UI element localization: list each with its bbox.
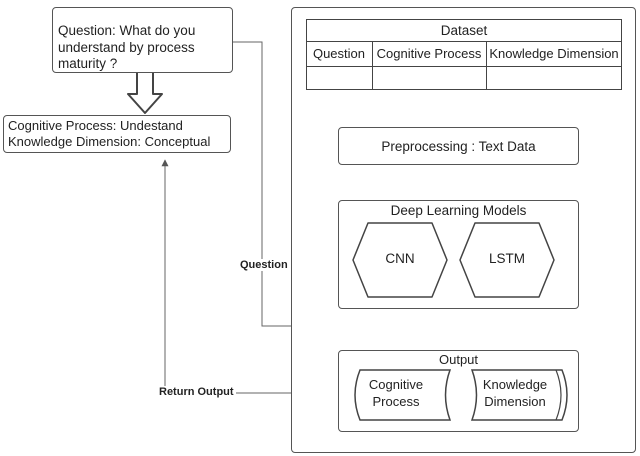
result-cognitive-process: Cognitive Process: Undestand xyxy=(8,118,183,133)
knowledge-dimension-shape-edge xyxy=(555,369,562,421)
output-title: Output xyxy=(438,352,479,367)
models-title: Deep Learning Models xyxy=(390,203,527,218)
lstm-hexagon xyxy=(459,222,555,298)
preprocessing-box: Preprocessing : Text Data xyxy=(338,127,579,165)
dataset-column-question: Question xyxy=(312,46,366,61)
return-output-edge-label: Return Output xyxy=(157,386,236,398)
dataset-title: Dataset xyxy=(440,22,488,38)
dataset-table xyxy=(306,19,622,90)
output-cognitive-line-2: Process xyxy=(372,394,420,409)
question-text-line-3: maturity ? xyxy=(58,56,118,71)
dataset-col-separator-2 xyxy=(486,41,487,90)
question-text-line-1: Question: What do you xyxy=(58,23,196,38)
dataset-column-knowledge-dimension: Knowledge Dimension xyxy=(489,46,619,61)
result-knowledge-dimension: Knowledge Dimension: Conceptual xyxy=(8,134,211,149)
knowledge-dimension-shape xyxy=(470,369,568,421)
cognitive-process-shape xyxy=(354,369,452,421)
dataset-column-cognitive-process: Cognitive Process xyxy=(376,46,482,61)
preprocessing-label: Preprocessing : Text Data xyxy=(381,138,536,154)
output-knowledge-line-1: Knowledge xyxy=(482,377,548,392)
result-box xyxy=(3,115,231,153)
cnn-hexagon xyxy=(352,222,448,298)
dataset-row-separator xyxy=(306,66,622,67)
question-box xyxy=(52,7,233,73)
cnn-label: CNN xyxy=(385,251,415,266)
dataset-header-separator xyxy=(306,41,622,42)
output-knowledge-line-2: Dimension xyxy=(484,394,546,409)
question-edge-label: Question xyxy=(238,259,290,271)
dataset-col-separator-1 xyxy=(372,41,373,90)
question-text-line-2: understand by process xyxy=(58,40,195,55)
lstm-label: LSTM xyxy=(488,251,525,266)
output-cognitive-line-1: Cognitive xyxy=(368,377,424,392)
